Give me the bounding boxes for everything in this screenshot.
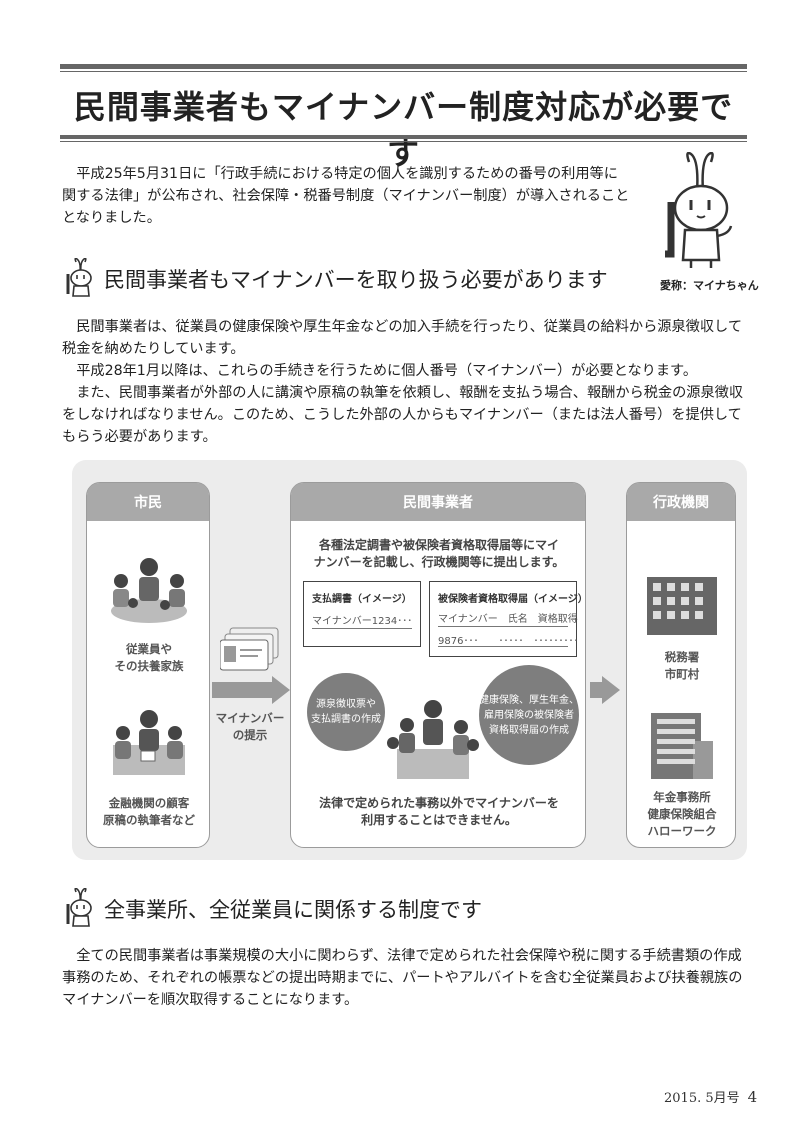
business-instruction: 各種法定調書や被保険者資格取得届等にマイ ナンバーを記載し、行政機関等に提出しま… [313,538,565,569]
section2-body: 全ての民間事業者は事業規模の大小に関わらず、法律で定められた社会保障や税に関する… [62,948,743,1008]
office-meeting-illustration [387,700,479,779]
government-group2-label: 年金事務所 健康保険組合 ハローワーク [647,790,717,838]
page-number: 4 [747,1088,758,1106]
section1-body: 民間事業者は、従業員の健康保険や厚生年金などの加入手続を行ったり、従業員の給料か… [62,319,744,445]
citizen-group2-label: 金融機関の顧客 原稿の執筆者など [103,796,195,827]
intro-text: 平成25年5月31日に「行政手続における特定の個人を識別するための番号の利用等に… [62,166,630,226]
business-column: 民間事業者 各種法定調書や被保険者資格取得届等にマイ ナンバーを記載し、行政機関… [290,482,588,848]
insured-qualification-form-image: 被保険者資格取得届（イメージ） マイナンバー 氏名 資格取得 9876･･･ ･… [429,581,588,657]
mascot-small-icon [66,888,92,927]
building-icon [647,577,717,635]
mascot-small-icon [66,258,92,297]
government-header: 行政機関 [627,483,735,521]
page-title: 民間事業者もマイナンバー制度対応が必要です [73,88,734,172]
submit-arrow-stem [590,682,604,698]
withholding-slip-circle: 源泉徴収票や 支払調書の作成 [307,673,385,751]
issue-label: 2015. 5月号 [664,1091,740,1106]
employees-family-illustration [111,558,187,623]
citizen-column: 市民 従業員や その扶養家族 金融機関の顧客 原稿の執筆者など [86,482,210,848]
mynumber-flow-diagram: 市民 従業員や その扶養家族 金融機関の顧客 原稿の執筆者など [72,460,747,860]
insurance-form-circle: 健康保険、厚生年金、 雇用保険の被保険者 資格取得届の作成 [479,665,579,765]
title-bottom-rule [60,135,747,139]
provide-arrow-stem [212,682,274,698]
mascot-caption: 愛称：マイナちゃん [660,279,759,292]
provide-arrow [272,676,290,704]
citizen-group1-label: 従業員や その扶養家族 [114,642,184,673]
business-header: 民間事業者 [291,483,585,521]
government-group1-label: 税務署 市町村 [664,650,700,681]
title-top-rule-thin [60,71,747,72]
page-footer: 2015. 5月号 4 [664,1087,757,1106]
mynumber-card-icon [220,627,279,671]
title-top-rule [60,64,747,69]
payment-record-image: 支払調書（イメージ） マイナンバー1234･･･ [303,581,421,647]
mascot-rabbit-illustration [665,152,733,268]
citizen-header: 市民 [87,483,209,521]
government-column: 行政機関 税務署 市町村 年金事務所 健康保険組合 ハローワーク [626,482,736,848]
bank-customers-illustration [113,710,185,775]
usage-restriction-note: 法律で定められた事務以外でマイナンバーを 利用することはできません。 [319,796,559,827]
title-bottom-rule-thin [60,141,747,142]
submit-arrow [602,676,620,704]
provide-mynumber-label: マイナンバー の提示 [215,711,285,742]
office-building-icon [651,713,713,779]
